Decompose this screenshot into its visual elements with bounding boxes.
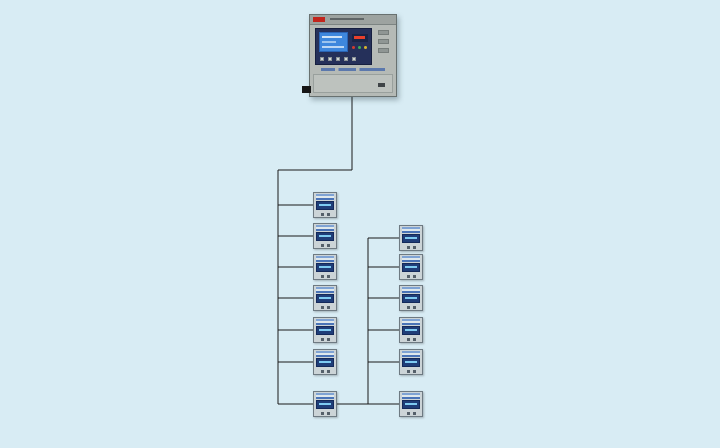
gas-detector-right-3: [399, 285, 423, 311]
detector-label: [402, 351, 420, 357]
detector-terminals: [316, 336, 334, 342]
controller-side-switches[interactable]: [376, 30, 393, 57]
detector-screen: [402, 358, 420, 367]
detector-screen: [316, 400, 334, 409]
detector-screen-reading: [319, 266, 331, 268]
detector-screen: [402, 294, 420, 303]
detector-terminals: [316, 368, 334, 374]
detector-terminals: [402, 368, 420, 374]
brand-logo: [313, 17, 325, 22]
controller-lcd-screen: [319, 32, 348, 52]
detector-screen-reading: [405, 266, 417, 268]
detector-screen-reading: [405, 403, 417, 405]
detector-label: [402, 319, 420, 325]
detector-label: [316, 256, 334, 262]
detector-screen: [402, 400, 420, 409]
controller-buttons[interactable]: [320, 57, 356, 61]
detector-terminals: [316, 273, 334, 279]
detector-label: [316, 351, 334, 357]
detector-screen-reading: [405, 329, 417, 331]
detector-screen-reading: [319, 297, 331, 299]
gas-detector-left-7: [313, 391, 337, 417]
gas-detector-left-1: [313, 192, 337, 218]
lcd-reading-line: [322, 41, 336, 43]
detector-label: [402, 227, 420, 233]
detector-label: [402, 287, 420, 293]
detector-label: [402, 393, 420, 399]
gas-detector-right-4: [399, 317, 423, 343]
detector-label: [316, 194, 334, 200]
gas-detector-right-5: [399, 349, 423, 375]
lcd-reading-line: [322, 36, 342, 38]
readout-digits: [354, 36, 365, 39]
detector-terminals: [316, 410, 334, 416]
detector-screen: [402, 326, 420, 335]
gas-alarm-controller: [302, 14, 397, 97]
controller-lower-door: [313, 74, 393, 93]
detector-label: [316, 225, 334, 231]
detector-screen: [316, 358, 334, 367]
controller-top-strip: [310, 15, 396, 25]
detector-terminals: [402, 244, 420, 250]
detector-terminals: [402, 304, 420, 310]
controller-model-label: [321, 68, 385, 71]
digital-readout: [352, 34, 368, 42]
controller-side-conduit: [302, 86, 311, 93]
detector-screen-reading: [405, 237, 417, 239]
gas-detector-right-1: [399, 225, 423, 251]
lcd-reading-line: [322, 46, 344, 48]
detector-label: [316, 319, 334, 325]
detector-terminals: [316, 304, 334, 310]
detector-screen: [316, 326, 334, 335]
detector-screen-reading: [319, 329, 331, 331]
controller-display-panel: [315, 28, 372, 65]
detector-screen-reading: [405, 297, 417, 299]
gas-detector-left-5: [313, 317, 337, 343]
controller-title-text: [330, 18, 364, 20]
gas-detector-left-4: [313, 285, 337, 311]
gas-detector-right-2: [399, 254, 423, 280]
door-handle: [378, 83, 385, 87]
detector-screen: [316, 263, 334, 272]
detector-screen: [316, 201, 334, 210]
gas-detector-left-6: [313, 349, 337, 375]
status-indicator-lights: [352, 46, 367, 49]
detector-screen: [402, 234, 420, 243]
detector-screen-reading: [319, 361, 331, 363]
gas-detector-left-3: [313, 254, 337, 280]
gas-detector-left-2: [313, 223, 337, 249]
detector-label: [316, 393, 334, 399]
detector-screen-reading: [319, 235, 331, 237]
detector-terminals: [402, 336, 420, 342]
detector-screen: [316, 232, 334, 241]
gas-detector-right-6: [399, 391, 423, 417]
detector-screen-reading: [405, 361, 417, 363]
detector-screen: [316, 294, 334, 303]
detector-terminals: [316, 211, 334, 217]
detector-screen-reading: [319, 403, 331, 405]
detector-label: [402, 256, 420, 262]
detector-screen: [402, 263, 420, 272]
detector-terminals: [402, 410, 420, 416]
detector-label: [316, 287, 334, 293]
detector-terminals: [402, 273, 420, 279]
detector-terminals: [316, 242, 334, 248]
detector-screen-reading: [319, 204, 331, 206]
